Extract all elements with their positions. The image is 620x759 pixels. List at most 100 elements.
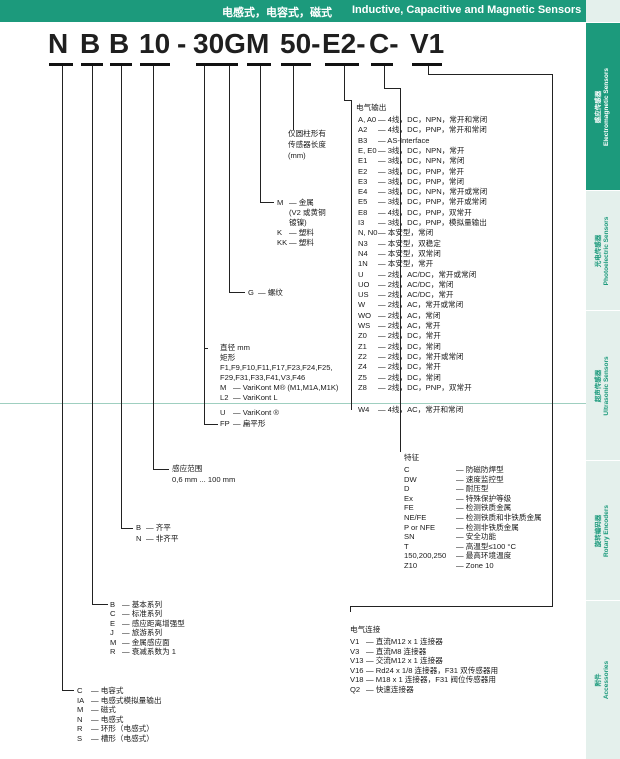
- connector-line: [121, 66, 122, 528]
- list-item-code: M: [77, 705, 84, 715]
- list-item-code: WS: [358, 321, 371, 330]
- connector-line: [384, 66, 385, 88]
- size-desc: — VariKont L: [233, 393, 278, 402]
- list-item-code: E2: [358, 166, 368, 176]
- list-item-desc: — 本安型，常开: [378, 259, 434, 269]
- tab-label-en: Photoelectric Sensors: [603, 216, 610, 286]
- thread-code: G: [248, 288, 254, 297]
- list-item-desc: — 电感式模拟量输出: [91, 695, 162, 705]
- list-item-desc: — 2线，DC，常闭: [378, 372, 441, 382]
- list-item-desc: — 2线，AC/DC，常开: [378, 290, 454, 300]
- mount-desc: — 非齐平: [146, 534, 179, 543]
- list-item-desc: — 检测铁质和非铁质金属: [456, 513, 542, 522]
- list-item-desc: — 防磁防焊型: [456, 465, 504, 474]
- list-item-desc: — 4线，DC，PNP，双常开: [378, 207, 472, 217]
- list-item-desc: — 快速连接器: [366, 685, 414, 694]
- header-title-en: Inductive, Capacitive and Magnetic Senso…: [352, 4, 582, 16]
- list-item-code: V13: [350, 656, 364, 666]
- list-item-desc: — 衰减系数为 1: [122, 647, 177, 656]
- list-item-code: IA: [77, 695, 85, 705]
- tab-label-cn: 超声传感器: [595, 369, 602, 403]
- size-line: F29,F31,F33,F41,V3,F46: [220, 373, 306, 382]
- size-code: M: [220, 383, 227, 392]
- connector-line: [400, 88, 401, 452]
- list-item-desc: — 3线，DC，PNP，模拟量输出: [378, 218, 487, 227]
- connector-line: [204, 424, 218, 425]
- connector-line: [62, 66, 63, 690]
- underline: [412, 63, 442, 66]
- list-item-code: Z0: [358, 331, 367, 341]
- code-series: B: [80, 28, 101, 59]
- list-item-desc: — 本安型，双常闭: [378, 248, 441, 258]
- connector-line: [153, 66, 154, 470]
- tab-label-en: Electromagnetic Sensors: [603, 67, 610, 147]
- list-item-code: R: [110, 647, 116, 656]
- connector-line: [260, 202, 274, 203]
- list-item-code: J: [110, 628, 114, 638]
- size-line: 矩形: [220, 353, 236, 362]
- code-mounting: B: [109, 28, 130, 59]
- list-item-code: WO: [358, 310, 372, 320]
- list-item-code: Z10: [404, 561, 418, 570]
- list-item-code: Z2: [358, 351, 367, 361]
- list-item-code: C: [404, 465, 410, 474]
- list-item-code: B3: [358, 135, 368, 145]
- connector-line: [62, 690, 74, 691]
- range-value: 0,6 mm ... 100 mm: [172, 475, 236, 484]
- list-item-code: SN: [404, 532, 415, 542]
- list-item-desc: — 2线，DC，常闭: [378, 341, 441, 351]
- tab-label-cn: 光电传感器: [595, 234, 602, 268]
- material-desc: — 塑料: [289, 238, 314, 247]
- code-range: 10: [139, 28, 171, 59]
- list-item-code: U: [358, 269, 364, 279]
- length-unit: (mm): [288, 151, 306, 160]
- connector-line: [153, 469, 169, 470]
- output-desc: — 4线，AC，常开和常闭: [378, 405, 464, 414]
- underline: [196, 63, 238, 66]
- list-item-desc: — 安全功能: [456, 532, 497, 542]
- material-code: M: [277, 198, 284, 207]
- connector-line: [350, 606, 553, 607]
- tab-label-cn: 感应传感器: [595, 90, 602, 124]
- connector-line: [344, 66, 345, 100]
- list-item-desc: — 金属感应面: [122, 637, 170, 647]
- output-title: 电气输出: [356, 103, 387, 112]
- list-item-desc: — Rd24 x 1/8 连接器，F31 双传感器用: [366, 665, 499, 675]
- list-item-code: P or NFE: [404, 522, 436, 532]
- list-item-code: S: [77, 734, 83, 743]
- list-item-code: Z1: [358, 341, 367, 351]
- list-item-desc: — 4线，DC，NPN，常开和常闭: [378, 115, 488, 124]
- header-title-cn: 电感式，电容式，磁式: [222, 7, 332, 19]
- list-item-desc: — 速度监控型: [456, 474, 504, 484]
- list-item-desc: — 高温型≤100 °C: [456, 541, 516, 551]
- list-item-desc: — AS-Interface: [378, 135, 430, 145]
- material-desc: 镀镍): [289, 218, 307, 227]
- size-line: 直径 mm: [220, 343, 250, 352]
- list-item-code: V1: [350, 637, 360, 646]
- list-item-code: Q2: [350, 685, 361, 694]
- list-item-code: DW: [404, 474, 417, 484]
- tab-label-en: Rotary Encoders: [603, 504, 610, 558]
- size-desc: — VariKont M® (M1,M1A,M1K): [233, 383, 339, 392]
- connector-line: [350, 606, 351, 612]
- list-item-desc: — 环形（电感式）: [91, 724, 154, 734]
- output-code: W4: [358, 405, 370, 414]
- list-item-code: C: [77, 686, 83, 695]
- divider-line: [0, 403, 586, 404]
- tab-label-en: Accessories: [603, 660, 610, 700]
- list-item-code: Ex: [404, 493, 413, 503]
- material-code: KK: [277, 238, 288, 247]
- underline: [140, 63, 170, 66]
- list-item-desc: — 最高环境温度: [456, 551, 512, 561]
- range-label: 感应范围: [172, 464, 203, 473]
- list-item-code: N4: [358, 248, 368, 258]
- list-item-desc: — 槽形（电感式）: [91, 734, 154, 743]
- connector-line: [92, 604, 108, 605]
- code-principle: N: [48, 28, 69, 59]
- list-item-code: NE/FE: [404, 513, 427, 522]
